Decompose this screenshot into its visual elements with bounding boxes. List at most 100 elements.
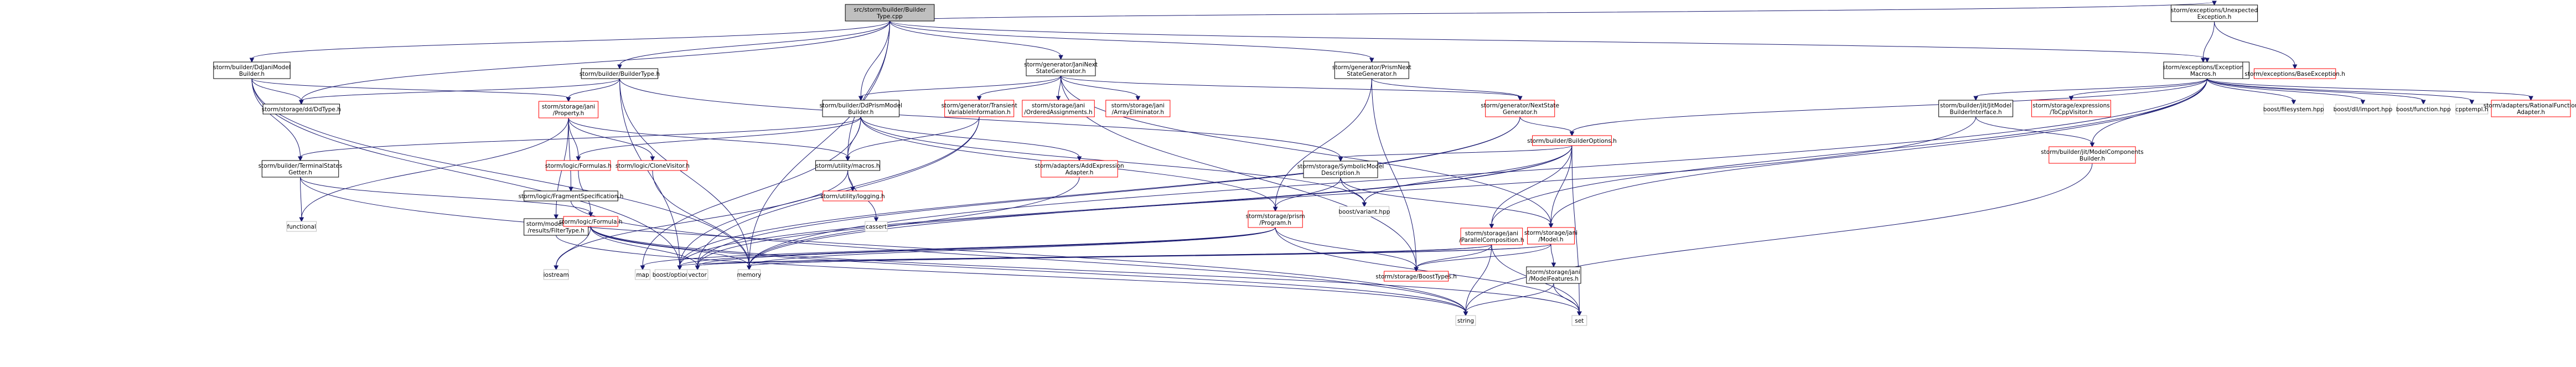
node-box [1334, 61, 1409, 79]
node-modelfeatures[interactable]: storm/storage/jani/ModelFeatures.h [1526, 266, 1581, 284]
edge-prismprog-to-memory [748, 227, 1276, 267]
node-box [2163, 61, 2243, 79]
node-variant: boost/variant.hpp [1338, 206, 1390, 217]
node-box [1022, 100, 1095, 117]
edge-janiprop-to-fragspec [568, 117, 571, 188]
edge-arrowhead [617, 64, 622, 70]
node-builderopts[interactable]: storm/builder/BuilderOptions.h [1527, 135, 1617, 146]
node-clonevisitor[interactable]: storm/logic/CloneVisitor.h [615, 160, 690, 171]
edge-jitbuilder-to-ratfunc [2207, 78, 2532, 97]
edge-arrowhead [2469, 100, 2475, 105]
node-ddtype[interactable]: storm/storage/dd/DdType.h [262, 104, 341, 115]
edge-logicformula-to-set [590, 226, 1580, 313]
node-box [1384, 271, 1449, 282]
node-box [822, 100, 900, 117]
edge-prismprog-to-optional [679, 227, 1276, 267]
node-label: storm/generator/PrismNext [1332, 64, 1411, 71]
node-fragspec[interactable]: storm/logic/FragmentSpecification.h [519, 190, 624, 201]
node-arrayelim[interactable]: storm/storage/jani/ArrayEliminator.h [1105, 100, 1171, 117]
node-macros[interactable]: storm/utility/macros.h [815, 160, 881, 171]
node-label: /ArrayEliminator.h [1112, 109, 1164, 116]
node-box [845, 4, 935, 22]
node-label: iostream [544, 272, 569, 278]
node-btype[interactable]: storm/builder/BuilderType.h [580, 68, 660, 79]
node-boosttypes[interactable]: storm/storage/BoostTypes.h [1375, 271, 1457, 282]
edge-arrowhead [2205, 58, 2210, 63]
node-layer: src/storm/builder/BuilderType.cppstorm/b… [213, 4, 2576, 326]
node-prismgen[interactable]: storm/generator/PrismNextStateGenerator.… [1332, 61, 1411, 79]
node-label: storm/exceptions/Unexpected [2171, 7, 2258, 14]
node-box [1526, 266, 1581, 284]
node-label: storm/storage/jani [1524, 230, 1577, 236]
node-janiprop[interactable]: storm/storage/jani/Property.h [538, 101, 599, 118]
node-box [686, 269, 708, 280]
edge-logicformula-to-iostream [556, 226, 591, 267]
edge-termstates-to-functional [300, 177, 302, 219]
edge-arrowhead [2360, 100, 2366, 105]
edge-addexpr-to-memory [748, 177, 1080, 267]
edge-janiprop-to-clonevisitor [568, 117, 653, 158]
node-gentrans[interactable]: storm/generator/TransientVariableInforma… [942, 100, 1017, 117]
node-vector: vector [686, 269, 708, 280]
edge-prismgen-to-nextstate [1371, 78, 1520, 97]
edge-jitbuilder-to-tocpp [2071, 78, 2208, 97]
edge-builderopts-to-set [1571, 145, 1580, 313]
edge-builderopts-to-parallel [1491, 145, 1573, 225]
node-formulas[interactable]: storm/logic/Formulas.h [545, 160, 612, 171]
node-label: Description.h [1321, 170, 1360, 177]
node-logicformula[interactable]: storm/logic/Formula.h [559, 216, 623, 227]
node-label: boost/dll/import.hpp [2334, 106, 2393, 113]
node-label: Builder.h [848, 109, 873, 116]
node-label: set [1575, 318, 1584, 324]
node-label: StateGenerator.h [1347, 71, 1396, 77]
node-tocpp[interactable]: storm/storage/expressions/ToCppVisitor.h [2031, 100, 2111, 117]
node-box [2031, 100, 2111, 117]
node-box [1485, 100, 1555, 117]
node-label: storm/generator/Transient [942, 102, 1017, 109]
node-label: storm/adapters/RationalFunction [2484, 102, 2576, 109]
node-ordered[interactable]: storm/storage/jani/OrderedAssignments.h [1022, 100, 1095, 117]
edge-arrowhead [1338, 157, 1343, 162]
edge-arrowhead [2528, 96, 2533, 101]
edge-arrowhead [576, 156, 581, 162]
edge-arrowhead [2068, 96, 2074, 101]
edge-prismprog-to-map [642, 227, 1276, 267]
edge-janiprop-to-functional [301, 117, 569, 219]
node-jitiface[interactable]: storm/builder/jit/JitModelBuilderInterfa… [1938, 100, 2014, 117]
edge-arrowhead [2292, 64, 2298, 70]
edge-janimodel-to-boosttypes [1416, 244, 1551, 268]
node-box [2263, 104, 2324, 115]
edge-arrowhead [554, 265, 559, 271]
node-box [546, 160, 611, 171]
edge-janigen-to-arrayelim [1061, 75, 1139, 97]
node-label: storm/storage/jani [1465, 230, 1518, 237]
node-label: storm/storage/jani [1032, 102, 1085, 109]
edge-logicformula-to-string [590, 226, 1466, 313]
node-box [1527, 227, 1575, 245]
node-logging[interactable]: storm/utility/logging.h [820, 190, 885, 201]
node-prismprog[interactable]: storm/storage/prism/Program.h [1246, 210, 1305, 228]
node-box [213, 61, 291, 79]
node-janimodel[interactable]: storm/storage/jani/Model.h [1524, 227, 1577, 245]
node-box [1041, 160, 1118, 178]
edge-symbolic-to-janimodel [1340, 177, 1551, 225]
node-label: storm/storage/SymbolicModel [1297, 163, 1384, 170]
node-label: Macros.h [2190, 71, 2216, 77]
node-label: storm/builder/DdJaniModel [213, 64, 290, 71]
node-modelcomp[interactable]: storm/builder/jit/ModelComponentsBuilder… [2041, 146, 2144, 164]
node-parallel[interactable]: storm/storage/jani/ParallelComposition.h [1459, 228, 1524, 245]
node-box [1105, 100, 1171, 117]
node-baseexc[interactable]: storm/exceptions/BaseException.h [2244, 68, 2345, 79]
edge-root-to-ddjani [251, 20, 891, 59]
node-function: boost/function.hpp [2396, 104, 2451, 115]
